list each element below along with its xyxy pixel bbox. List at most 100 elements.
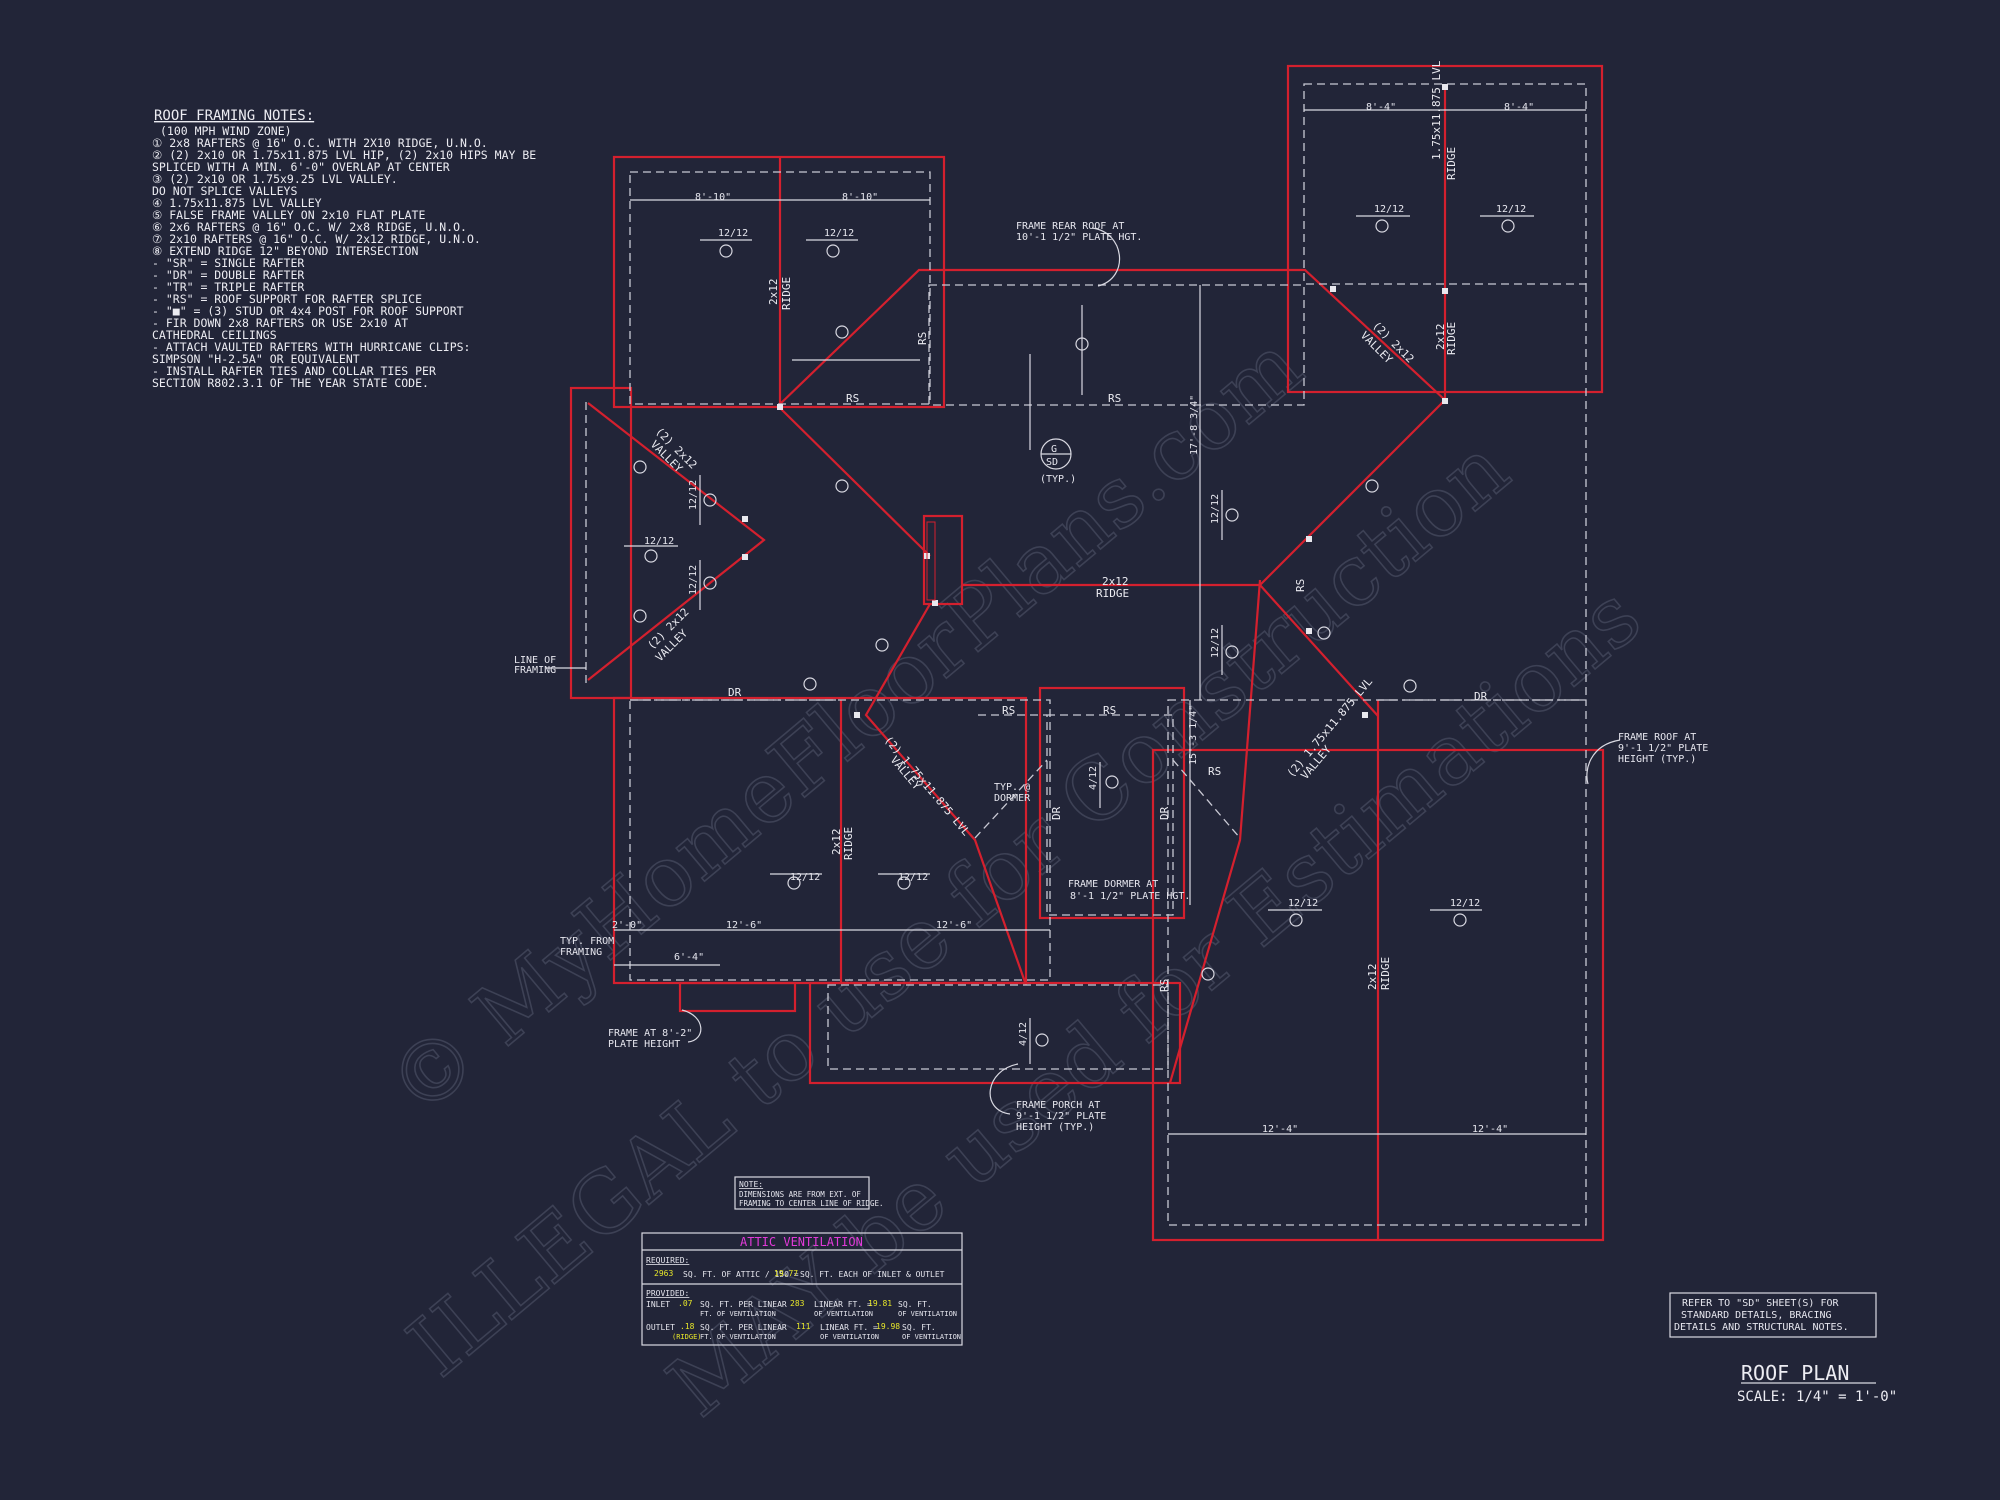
note-tag: [633, 609, 647, 623]
dim-text: 6'-4": [674, 952, 704, 963]
note-line: - INSTALL RAFTER TIES AND COLLAR TIES PE…: [152, 364, 436, 378]
pitch-marker: 12/12: [1356, 204, 1410, 233]
pitch-marker: 12/12: [806, 228, 858, 258]
rs-label: RS: [1103, 704, 1116, 717]
garage-valley-line: [1168, 579, 1262, 1084]
post-marker: [1442, 84, 1448, 90]
svg-text:4/12: 4/12: [1018, 1022, 1029, 1046]
pitch-marker: 12/12: [1210, 490, 1239, 540]
attic-outlet-text: OF VENTILATION: [820, 1333, 879, 1341]
callouts: FRAME REAR ROOF AT 10'-1 1/2" PLATE HGT.…: [514, 221, 1708, 1133]
ridge-label: RIDGE: [1445, 147, 1458, 180]
dashed-line: [974, 759, 1048, 839]
callout-text: 8'-1 1/2" PLATE HGT.: [1070, 891, 1190, 902]
rs-label: RS: [1158, 979, 1171, 992]
dimension-note-box: NOTE: DIMENSIONS ARE FROM EXT. OF FRAMIN…: [734, 1176, 884, 1210]
callout-text: DORMER: [994, 793, 1031, 804]
svg-text:12/12: 12/12: [898, 872, 928, 883]
svg-text:12/12: 12/12: [688, 480, 699, 510]
note-line: SIMPSON "H-2.5A" OR EQUIVALENT: [152, 352, 360, 366]
ridge-label: RIDGE: [1379, 957, 1392, 990]
note-tag: [1317, 626, 1331, 640]
dim-text: 8'-10": [842, 192, 878, 203]
refer-note-box: REFER TO "SD" SHEET(S) FOR STANDARD DETA…: [1669, 1292, 1877, 1338]
note-tag: [1201, 967, 1215, 981]
chimney-hatch: [926, 521, 936, 601]
attic-outlet-text: FT. OF VENTILATION: [700, 1333, 776, 1341]
note-line: - "SR" = SINGLE RAFTER: [152, 256, 304, 270]
attic-outlet-ridge: (RIDGE): [672, 1333, 702, 1341]
support-posts: [742, 84, 1448, 718]
rs-label: RS: [846, 392, 859, 405]
note-line: SECTION R802.3.1 OF THE YEAR STATE CODE.: [152, 376, 429, 390]
note-line: ⑦ 2x10 RAFTERS @ 16" O.C. W/ 2x12 RIDGE,…: [152, 232, 481, 246]
section-tag-sheet: SD: [1046, 457, 1058, 468]
svg-text:12/12: 12/12: [688, 565, 699, 595]
note-line: ① 2x8 RAFTERS @ 16" O.C. WITH 2X10 RIDGE…: [152, 136, 488, 150]
rs-label: RS: [1294, 579, 1307, 592]
attic-req-sqft: 2963: [654, 1269, 673, 1278]
leader-line: [1091, 227, 1121, 287]
ridge-label: RIDGE: [780, 277, 793, 310]
refer-line: STANDARD DETAILS, BRACING: [1681, 1310, 1832, 1321]
svg-text:12/12: 12/12: [718, 228, 748, 239]
note-line: - "RS" = ROOF SUPPORT FOR RAFTER SPLICE: [152, 292, 422, 306]
refer-line: REFER TO "SD" SHEET(S) FOR: [1682, 1298, 1840, 1309]
dashed-line: [1046, 714, 1174, 916]
dr-label: DR: [1158, 806, 1171, 820]
callout-text: FRAME DORMER AT: [1068, 879, 1158, 890]
svg-text:4/12: 4/12: [1088, 766, 1099, 790]
attic-inlet-text: SQ. FT. PER LINEAR: [700, 1300, 787, 1309]
note-line: - "■" = (3) STUD OR 4x4 POST FOR ROOF SU…: [152, 304, 464, 318]
note-line: ③ (2) 2x10 OR 1.75x9.25 LVL VALLEY.: [152, 172, 398, 186]
note-line: CATHEDRAL CEILINGS: [152, 328, 277, 342]
dim-text: 8'-4": [1504, 102, 1534, 113]
sheet-title: ROOF PLAN: [1741, 1361, 1849, 1385]
dormer-outline: [1038, 686, 1186, 920]
section-tag: G SD (TYP.): [1029, 354, 1076, 485]
svg-text:12/12: 12/12: [1450, 898, 1480, 909]
leader-line: [681, 1009, 702, 1043]
attic-title: ATTIC VENTILATION: [740, 1235, 863, 1249]
callout-text: FRAMING: [560, 947, 602, 958]
ridge-label: 2x12: [767, 279, 780, 306]
roof-outline: [569, 64, 1605, 1242]
note-tag: [633, 460, 647, 474]
ridge-label: RIDGE: [842, 827, 855, 860]
svg-text:12/12: 12/12: [824, 228, 854, 239]
dashed-line: [629, 699, 1051, 981]
pitch-marker: 4/12: [1018, 1018, 1049, 1064]
note-line: ⑤ FALSE FRAME VALLEY ON 2x10 FLAT PLATE: [152, 208, 425, 222]
svg-text:12/12: 12/12: [1210, 494, 1221, 524]
attic-ventilation-table: ATTIC VENTILATION REQUIRED: 2963 SQ. FT.…: [641, 1232, 963, 1346]
callout-text: 9'-1 1/2" PLATE: [1618, 743, 1708, 754]
dimension-lines: 8'-10" 8'-10" 8'-4" 8'-4" 12'-6" 12'-6" …: [612, 102, 1586, 1135]
front-valley-line: [864, 603, 1028, 986]
dim-note-line: DIMENSIONS ARE FROM EXT. OF: [739, 1190, 861, 1199]
attic-outlet-text: SQ. FT. PER LINEAR: [700, 1323, 787, 1332]
post-marker: [854, 712, 860, 718]
note-line: (100 MPH WIND ZONE): [160, 124, 292, 138]
attic-outlet-len: 111: [796, 1322, 811, 1331]
title-block: ROOF PLAN SCALE: 1/4" = 1'-0": [1737, 1361, 1897, 1405]
pitch-marker: 12/12: [1480, 204, 1534, 233]
callout-text: PLATE HEIGHT: [608, 1039, 680, 1050]
porch-step-outline: [678, 981, 797, 1013]
note-line: ④ 1.75x11.875 LVL VALLEY: [152, 196, 322, 210]
dashed-line: [1167, 699, 1587, 1226]
section-tag-top: G: [1051, 444, 1057, 455]
callout-text: 10'-1 1/2" PLATE HGT.: [1016, 232, 1142, 243]
dim-text: 12'-6": [936, 920, 972, 931]
attic-provided-label: PROVIDED:: [646, 1289, 689, 1298]
roof-framing-notes: ROOF FRAMING NOTES: (100 MPH WIND ZONE) …: [152, 108, 536, 390]
dim-text: 8'-4": [1366, 102, 1396, 113]
refer-line: DETAILS AND STRUCTURAL NOTES.: [1674, 1322, 1849, 1333]
dim-text: 17'-8 3/4": [1189, 395, 1200, 455]
callout-text: FRAME PORCH AT: [1016, 1100, 1100, 1111]
dim-text: 15'-3 1/4": [1188, 705, 1199, 765]
attic-inlet-total: 19.81: [868, 1299, 892, 1308]
post-marker: [1362, 712, 1368, 718]
attic-outlet-label: OUTLET: [646, 1323, 675, 1332]
note-line: ⑥ 2x6 RAFTERS @ 16" O.C. W/ 2x8 RIDGE, U…: [152, 220, 467, 234]
svg-text:12/12: 12/12: [644, 536, 674, 547]
